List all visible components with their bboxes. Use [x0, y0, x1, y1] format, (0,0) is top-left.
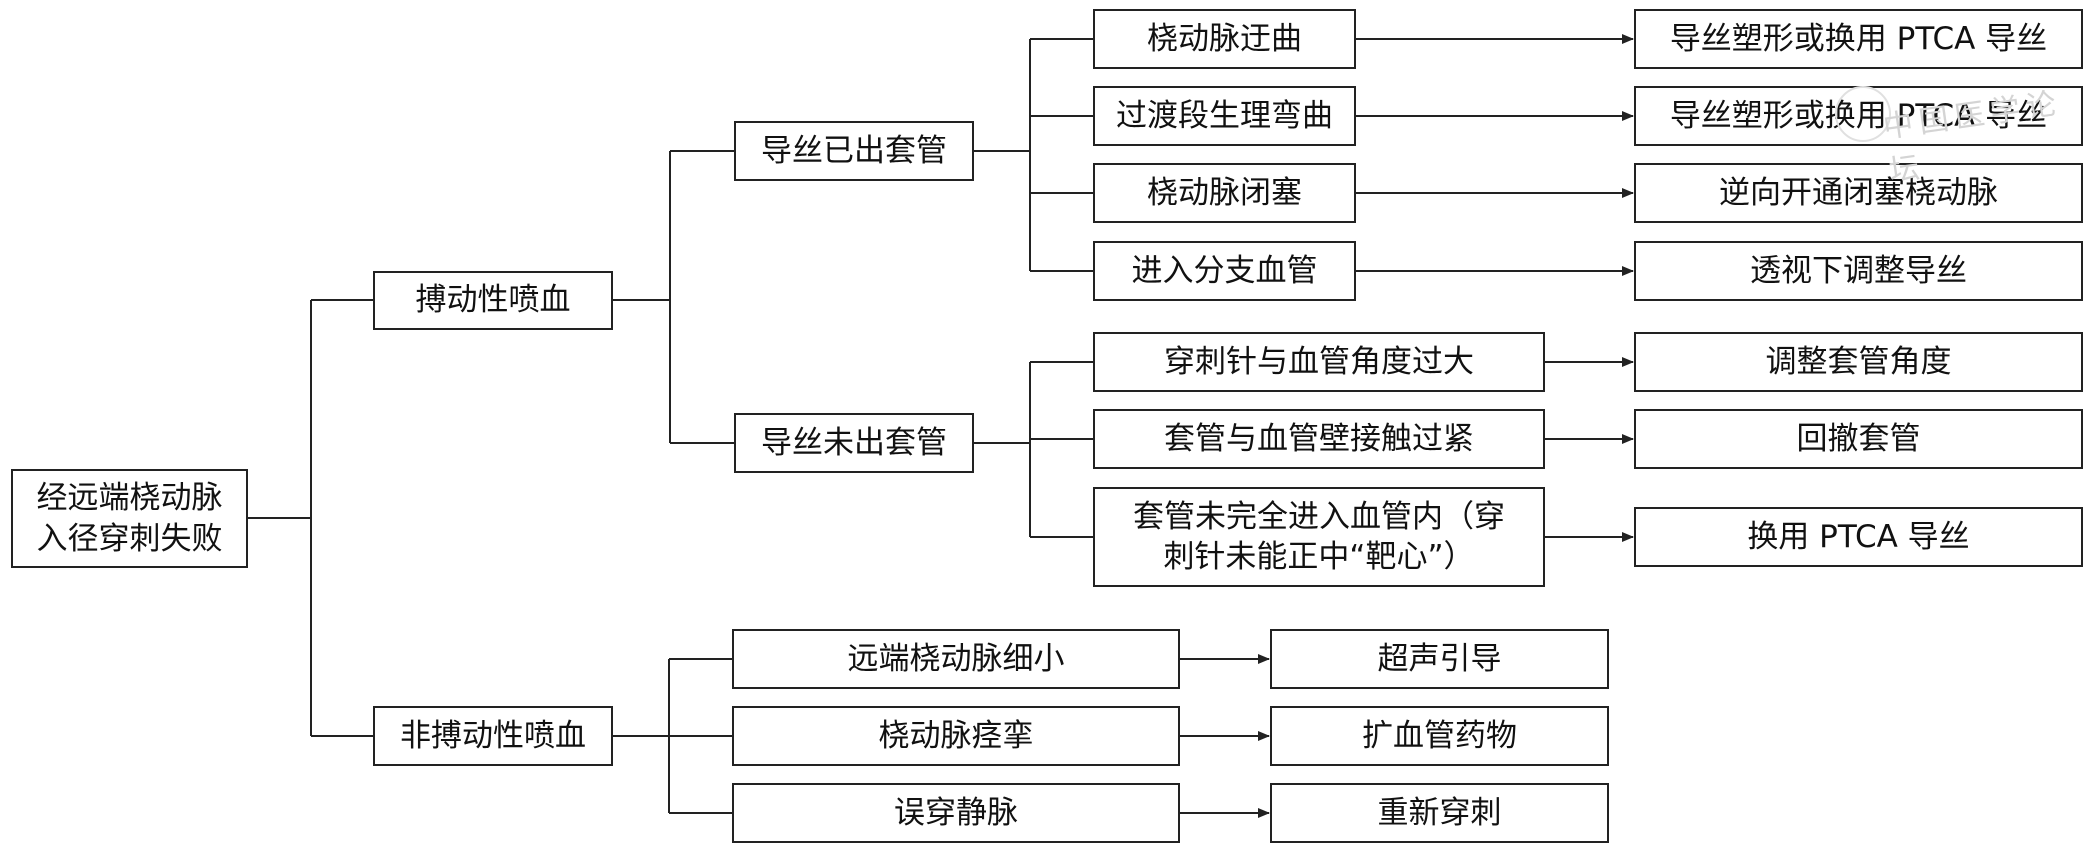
action-node: 调整套管角度	[1634, 332, 2083, 392]
action-node: 透视下调整导丝	[1634, 241, 2083, 301]
action-node: 超声引导	[1270, 629, 1609, 689]
cause-node: 远端桡动脉细小	[732, 629, 1180, 689]
pulsatile-bleeding-node: 搏动性喷血	[373, 271, 613, 330]
action-node: 导丝塑形或换用 PTCA 导丝	[1634, 9, 2083, 69]
action-node: 重新穿刺	[1270, 783, 1609, 843]
action-node: 逆向开通闭塞桡动脉	[1634, 163, 2083, 223]
watermark-seal-icon	[1835, 86, 1891, 142]
cause-node: 穿刺针与血管角度过大	[1093, 332, 1545, 392]
action-node: 回撤套管	[1634, 409, 2083, 469]
wire-not-out-node: 导丝未出套管	[734, 413, 974, 473]
root-node: 经远端桡动脉 入径穿刺失败	[11, 469, 248, 568]
cause-node: 桡动脉痉挛	[732, 706, 1180, 766]
action-node: 换用 PTCA 导丝	[1634, 507, 2083, 567]
cause-node: 桡动脉迂曲	[1093, 9, 1356, 69]
cause-node: 误穿静脉	[732, 783, 1180, 843]
cause-node: 桡动脉闭塞	[1093, 163, 1356, 223]
action-node: 扩血管药物	[1270, 706, 1609, 766]
cause-node: 套管未完全进入血管内（穿 刺针未能正中“靶心”）	[1093, 487, 1545, 587]
cause-node: 过渡段生理弯曲	[1093, 86, 1356, 146]
wire-out-node: 导丝已出套管	[734, 121, 974, 181]
cause-node: 进入分支血管	[1093, 241, 1356, 301]
nonpulsatile-bleeding-node: 非搏动性喷血	[373, 706, 613, 766]
cause-node: 套管与血管壁接触过紧	[1093, 409, 1545, 469]
